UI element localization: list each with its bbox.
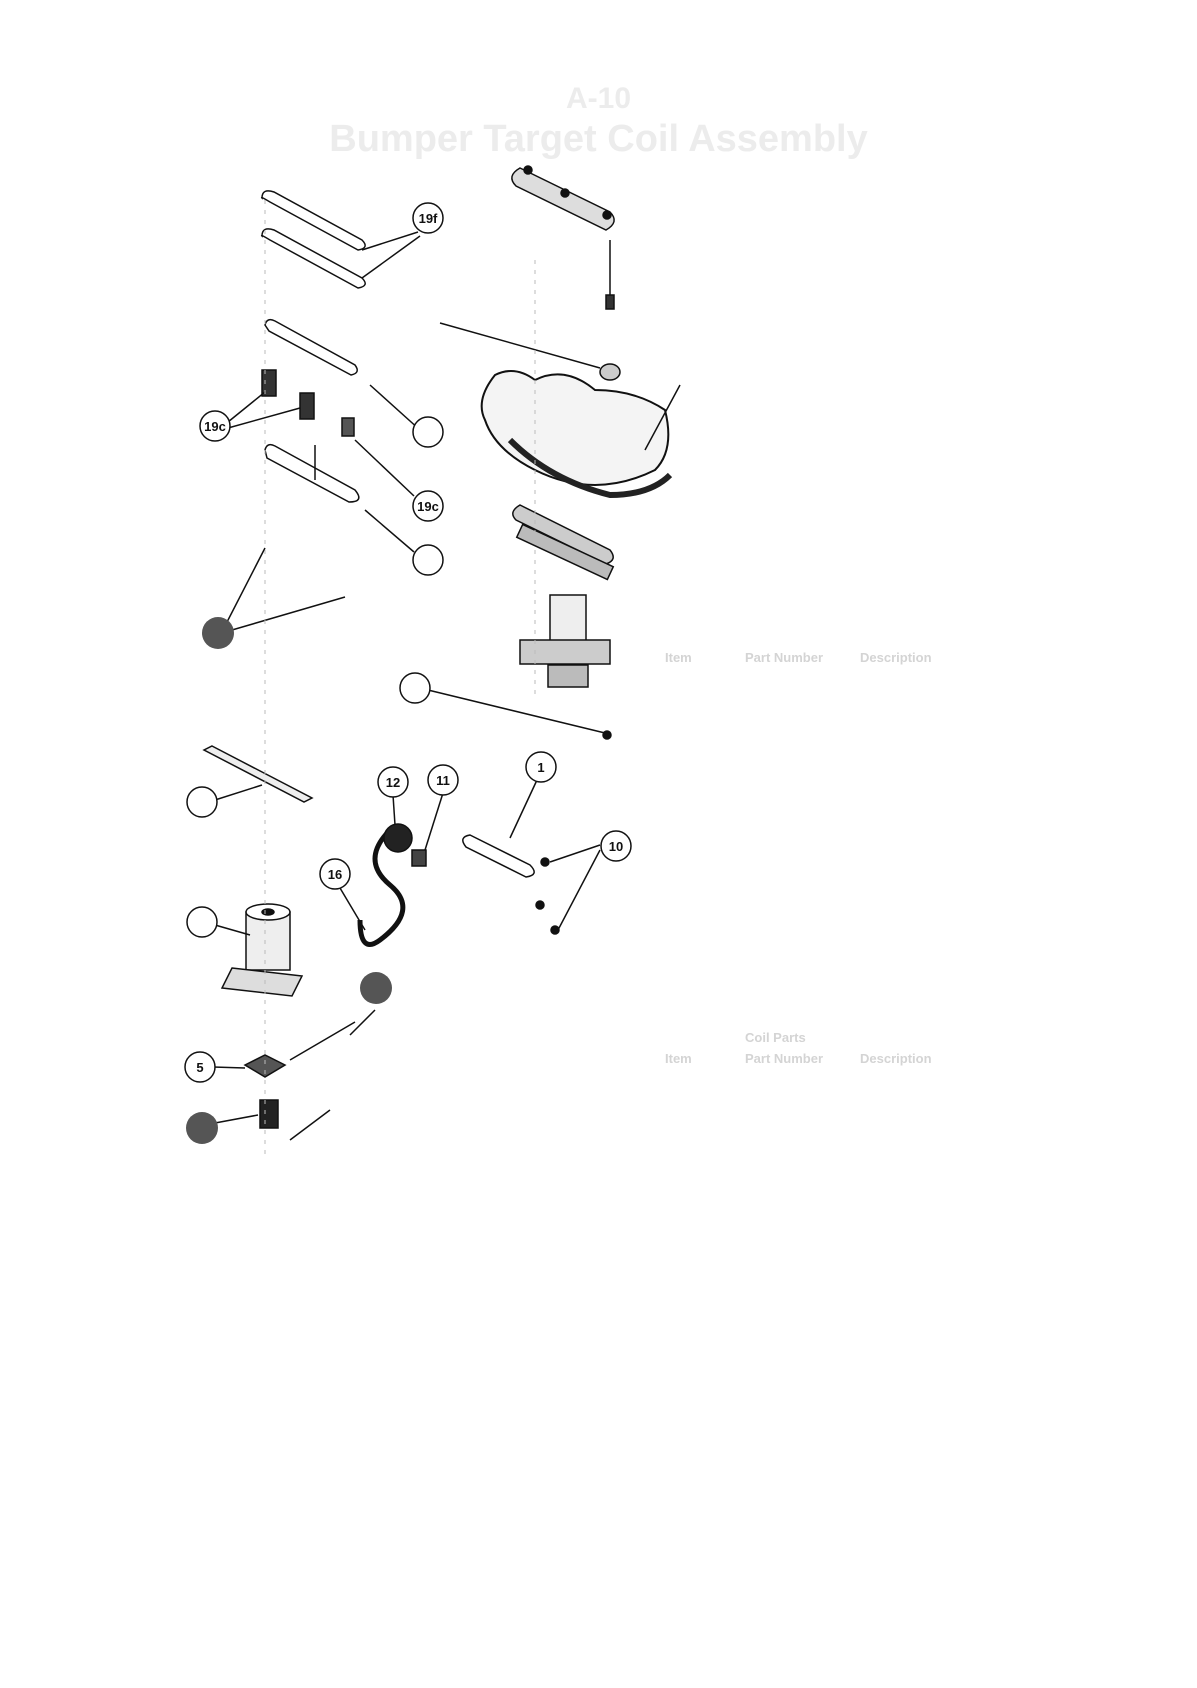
callout-19c (412, 490, 444, 522)
callout-blank (412, 544, 444, 576)
col-description: Description (860, 650, 932, 665)
rail-part (260, 228, 366, 289)
post-part (261, 369, 277, 397)
callout-blank (399, 672, 431, 704)
callout-label: 16 (328, 867, 342, 882)
callout-blank (186, 786, 218, 818)
bracket-part (511, 167, 615, 231)
rail-part (264, 443, 360, 503)
plate-part (243, 1054, 287, 1078)
col-item: Item (665, 650, 692, 665)
page-code: A-10 (565, 82, 632, 115)
callout-11 (427, 764, 459, 796)
post-part (341, 417, 355, 437)
callout-1 (525, 751, 557, 783)
callout-10 (600, 830, 632, 862)
callout-label: 5 (196, 1060, 203, 1075)
col-part-number: Part Number (745, 1050, 824, 1066)
col-part-number: Part Number (745, 650, 824, 665)
callout-19c (199, 410, 231, 442)
wire-part (357, 828, 406, 947)
rail-part (260, 190, 366, 251)
rail-part (264, 318, 358, 376)
callout-16 (319, 858, 351, 890)
ball-part (186, 1112, 218, 1144)
ball-part (360, 972, 392, 1004)
callout-label: 1 (537, 760, 544, 775)
callout-label: 19c (204, 419, 226, 434)
spring-part (259, 1099, 279, 1129)
col-description: Description (860, 1050, 932, 1066)
callout-blank (412, 416, 444, 448)
bracket-part (462, 834, 535, 878)
callout-label: 10 (609, 839, 623, 854)
callout-label: 12 (386, 775, 400, 790)
callout-19f (412, 202, 444, 234)
section-title: Coil Parts (745, 1030, 806, 1045)
coil-part (245, 911, 291, 971)
page-title: Bumper Target Coil Assembly (329, 118, 868, 160)
callout-5 (184, 1051, 216, 1083)
playfield-part (480, 370, 670, 486)
callout-blank (186, 906, 218, 938)
callout-12 (377, 766, 409, 798)
post-part (299, 392, 315, 420)
callout-label: 11 (436, 773, 450, 788)
ball-part (202, 617, 234, 649)
col-item: Item (665, 1050, 692, 1066)
callout-label: 19c (417, 499, 439, 514)
bar-part (202, 745, 314, 803)
callout-label: 19f (419, 211, 438, 226)
